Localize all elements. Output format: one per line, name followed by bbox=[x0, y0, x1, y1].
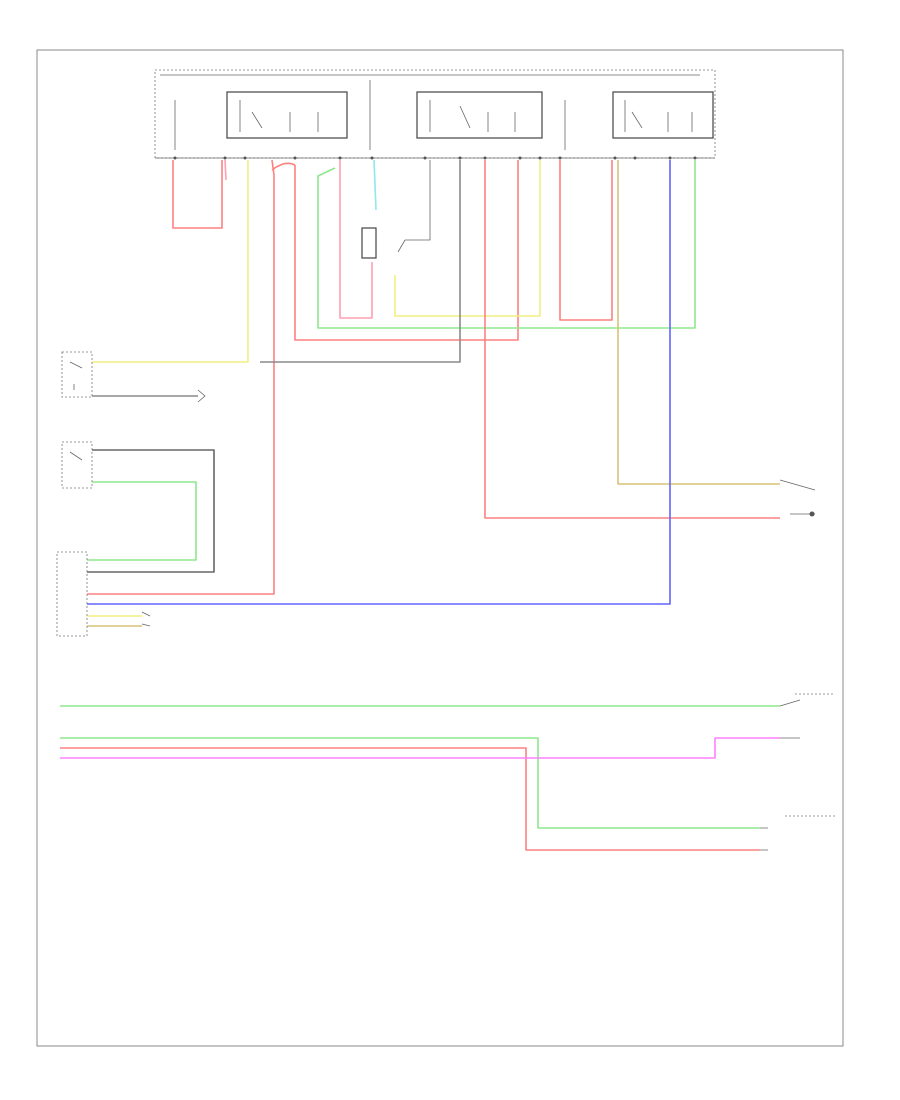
relay-1-box bbox=[226, 91, 348, 139]
ecm-ground-arrows bbox=[141, 611, 151, 627]
wire-red-right-loop bbox=[559, 160, 613, 321]
coolant-sensor-pins bbox=[760, 827, 768, 851]
wire-yellow-middle bbox=[394, 160, 541, 317]
fuse-links bbox=[174, 80, 566, 150]
diode-connections bbox=[397, 160, 431, 253]
wire-red-ecm bbox=[87, 159, 275, 595]
condenser-fan-terminal bbox=[809, 511, 815, 517]
relay-3-contacts bbox=[624, 100, 693, 132]
connector-pins bbox=[173, 156, 697, 160]
wire-green-ac-switch bbox=[87, 481, 197, 561]
cooling-switch-box bbox=[61, 351, 93, 398]
wire-green-lower-2 bbox=[60, 737, 760, 829]
relay-2-contacts bbox=[429, 100, 516, 132]
wire-cyan bbox=[373, 159, 377, 211]
wire-black-ac-switch bbox=[87, 449, 215, 573]
wire-green-loop bbox=[317, 160, 696, 329]
wire-red-loop-left bbox=[172, 160, 223, 229]
wire-red-bend bbox=[271, 162, 296, 171]
ecm-connector bbox=[56, 551, 88, 637]
wire-pink-diode bbox=[339, 160, 373, 319]
wire-yellow-cooling bbox=[92, 160, 249, 363]
relay-2-box bbox=[416, 91, 543, 139]
cooling-switch-ground-symbol bbox=[197, 389, 206, 403]
wire-magenta-lower bbox=[60, 737, 780, 759]
ac-pressure-switch-box bbox=[61, 441, 93, 489]
wire-gray-ground bbox=[260, 160, 461, 363]
fuse-relay-box bbox=[154, 69, 716, 159]
relay-3-box bbox=[612, 91, 714, 139]
wire-red-center bbox=[294, 160, 519, 341]
wire-red-lower bbox=[60, 747, 760, 851]
wire-blue-ecm bbox=[87, 160, 671, 605]
diode-component bbox=[361, 227, 377, 259]
wire-pink-stub bbox=[224, 159, 227, 181]
trans-sensor-pins bbox=[779, 699, 801, 739]
ac-pressure-switch-contact bbox=[69, 451, 83, 461]
condenser-fan-motor bbox=[779, 479, 816, 515]
relay-1-contacts bbox=[239, 100, 319, 132]
diagram-frame bbox=[36, 49, 844, 1047]
wire-red-condenser-fan bbox=[484, 160, 780, 519]
wire-tan-condenser-fan bbox=[617, 160, 780, 485]
cooling-switch-contact bbox=[69, 361, 83, 390]
